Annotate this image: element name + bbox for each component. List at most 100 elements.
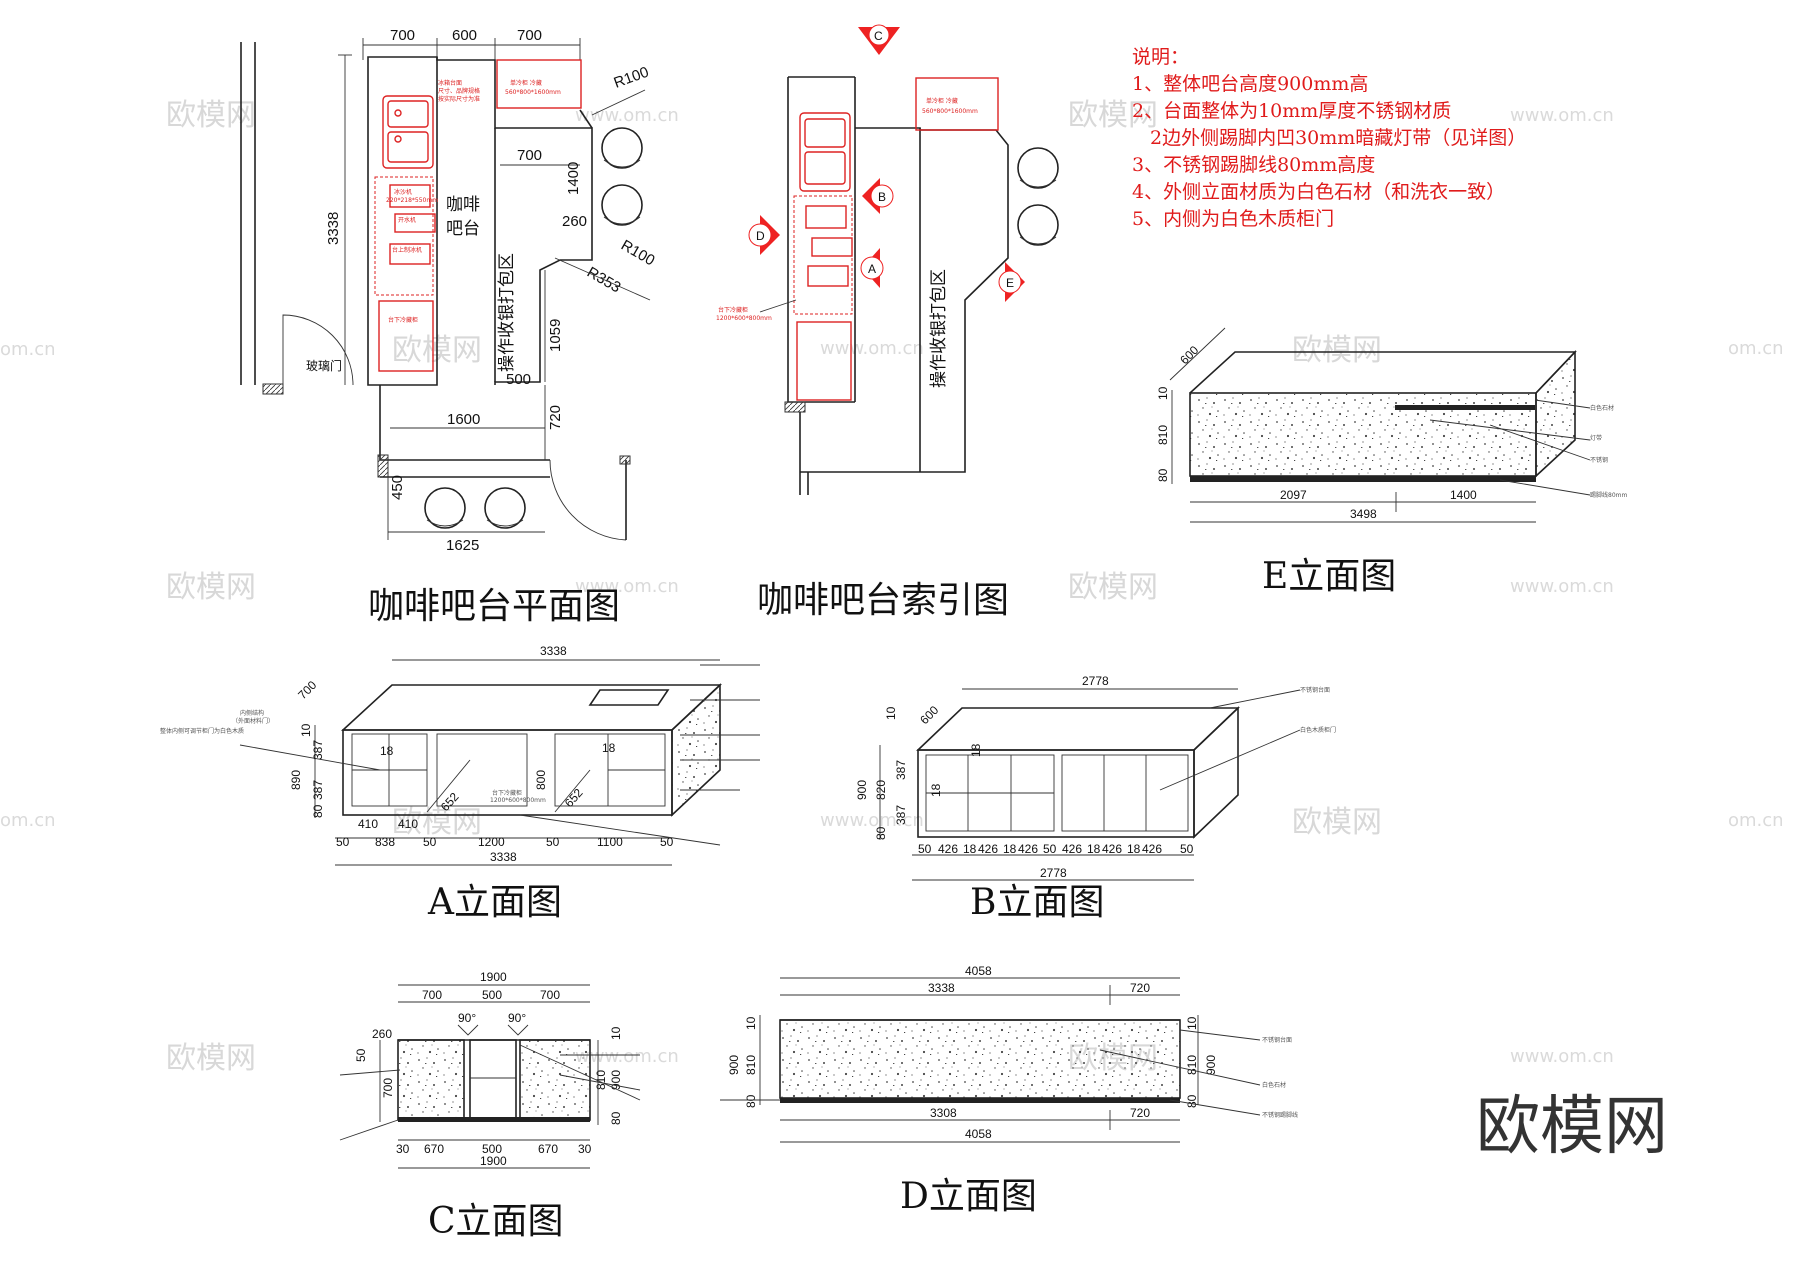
plan-door-label: 玻璃门 bbox=[306, 358, 342, 373]
b-dim-2778-top: 2778 bbox=[1082, 674, 1109, 688]
plan-dim-1059: 1059 bbox=[547, 319, 564, 352]
svg-text:1200*600*800mm: 1200*600*800mm bbox=[490, 797, 546, 804]
note-4: 4、外侧立面材质为白色石材（和洗衣一致） bbox=[1132, 181, 1505, 203]
d-dim-10-right: 10 bbox=[1185, 1016, 1199, 1030]
watermark-url: om.cn bbox=[1728, 810, 1784, 831]
svg-text:426: 426 bbox=[1142, 842, 1162, 856]
c-dim-10: 10 bbox=[609, 1026, 623, 1040]
d-dim-810-left: 810 bbox=[744, 1055, 758, 1075]
svg-text:冰箱台面: 冰箱台面 bbox=[438, 79, 462, 87]
watermark-url: www.om.cn bbox=[1510, 576, 1614, 597]
a-dim-700: 700 bbox=[295, 678, 319, 702]
note-3: 3、不锈钢踢脚线80mm高度 bbox=[1132, 154, 1375, 176]
elevation-d: 4058 3338 720 900 810 10 80 10 810 900 8… bbox=[720, 964, 1298, 1217]
c-dim-500: 500 bbox=[482, 988, 502, 1002]
svg-text:50: 50 bbox=[1180, 842, 1194, 856]
a-dim-3338-bottom: 3338 bbox=[490, 850, 517, 864]
plan-dim-r353: R353 bbox=[584, 264, 624, 297]
c-dim-700b: 700 bbox=[540, 988, 560, 1002]
e-dim-3498: 3498 bbox=[1350, 507, 1377, 521]
svg-text:白色石材: 白色石材 bbox=[1262, 1081, 1286, 1089]
svg-text:D: D bbox=[756, 229, 765, 243]
c-dim-30b: 30 bbox=[578, 1142, 592, 1156]
plan-dim-600: 600 bbox=[452, 27, 477, 44]
watermark-url: www.om.cn bbox=[575, 576, 679, 597]
svg-text:50: 50 bbox=[918, 842, 932, 856]
a-dim-50b: 50 bbox=[423, 835, 437, 849]
svg-text:台上制冰机: 台上制冰机 bbox=[392, 246, 422, 254]
a-dim-50a: 50 bbox=[336, 835, 350, 849]
svg-text:C: C bbox=[874, 29, 883, 43]
watermark-url: www.om.cn bbox=[820, 338, 924, 359]
e-dim-600: 600 bbox=[1177, 343, 1201, 367]
elevation-c: 1900 700 500 700 90° 90° 260 50 700 810 … bbox=[339, 970, 641, 1242]
d-dim-720-top: 720 bbox=[1130, 981, 1150, 995]
b-dim-387b: 387 bbox=[894, 805, 908, 825]
b-bottom-segments: 50 426 18 426 18 426 50 426 18 426 18 42… bbox=[918, 842, 1194, 856]
a-dim-838: 838 bbox=[375, 835, 395, 849]
svg-text:白色木质柜门: 白色木质柜门 bbox=[1300, 726, 1336, 734]
svg-text:台下冷藏柜: 台下冷藏柜 bbox=[718, 306, 748, 314]
svg-text:18: 18 bbox=[963, 842, 977, 856]
plan-dim-700c: 700 bbox=[517, 147, 542, 164]
d-dim-900-left: 900 bbox=[727, 1055, 741, 1075]
e-dim-10: 10 bbox=[1156, 386, 1170, 400]
plan-dim-720: 720 bbox=[547, 405, 564, 430]
watermark-url: www.om.cn bbox=[575, 105, 679, 126]
svg-text:尺寸、品牌规格: 尺寸、品牌规格 bbox=[438, 87, 480, 95]
title-e: E立面图 bbox=[1262, 556, 1396, 597]
d-dim-80-left: 80 bbox=[744, 1094, 758, 1108]
d-dim-3308: 3308 bbox=[930, 1106, 957, 1120]
svg-text:单冷柜 冷藏: 单冷柜 冷藏 bbox=[510, 79, 542, 87]
d-dim-4058-top: 4058 bbox=[965, 964, 992, 978]
marker-e: E bbox=[998, 262, 1025, 302]
c-dim-700a: 700 bbox=[422, 988, 442, 1002]
b-dim-80: 80 bbox=[874, 826, 888, 840]
svg-text:426: 426 bbox=[1018, 842, 1038, 856]
plan-dim-500: 500 bbox=[506, 371, 531, 388]
a-dim-80: 80 bbox=[311, 804, 325, 818]
svg-text:不锈钢踢脚线: 不锈钢踢脚线 bbox=[1262, 1111, 1298, 1119]
b-dim-2778-bottom: 2778 bbox=[1040, 866, 1067, 880]
d-dim-900-right: 900 bbox=[1204, 1055, 1218, 1075]
watermark-url: www.om.cn bbox=[575, 1046, 679, 1067]
watermark-url: om.cn bbox=[0, 810, 56, 831]
svg-text:单冷柜 冷藏: 单冷柜 冷藏 bbox=[926, 97, 958, 105]
svg-text:1200*600*800mm: 1200*600*800mm bbox=[716, 315, 772, 322]
plan-dim-260: 260 bbox=[562, 213, 587, 230]
svg-text:560*800*1600mm: 560*800*1600mm bbox=[922, 108, 978, 115]
d-dim-10-left: 10 bbox=[744, 1016, 758, 1030]
title-index: 咖啡吧台索引图 bbox=[757, 580, 1009, 621]
svg-text:E: E bbox=[1006, 276, 1014, 290]
svg-text:426: 426 bbox=[978, 842, 998, 856]
c-angle-a: 90° bbox=[458, 1011, 476, 1025]
svg-text:18: 18 bbox=[1003, 842, 1017, 856]
svg-text:台下冷藏柜: 台下冷藏柜 bbox=[492, 789, 522, 797]
d-dim-810-right: 810 bbox=[1185, 1055, 1199, 1075]
watermark-cn: 欧模网 bbox=[166, 570, 256, 605]
d-dim-3338: 3338 bbox=[928, 981, 955, 995]
watermark-url: www.om.cn bbox=[820, 810, 924, 831]
watermark-cn: 欧模网 bbox=[1068, 98, 1158, 133]
watermark-cn: 欧模网 bbox=[1292, 333, 1382, 368]
svg-text:18: 18 bbox=[1087, 842, 1101, 856]
marker-c: C bbox=[858, 24, 900, 55]
title-plan: 咖啡吧台平面图 bbox=[368, 586, 620, 627]
title-d: D立面图 bbox=[900, 1176, 1037, 1217]
elevation-a: 3338 内侧结构（外面材料门）整体内侧可调节柜门为白色木质 700 10 89… bbox=[160, 644, 760, 923]
c-dim-1900-top: 1900 bbox=[480, 970, 507, 984]
svg-text:18: 18 bbox=[1127, 842, 1141, 856]
watermark-url: om.cn bbox=[1728, 338, 1784, 359]
c-dim-80: 80 bbox=[609, 1111, 623, 1125]
marker-d: D bbox=[748, 215, 780, 255]
notes-heading: 说明： bbox=[1132, 46, 1189, 68]
marker-b: B bbox=[862, 178, 894, 214]
d-dim-80-right: 80 bbox=[1185, 1094, 1199, 1108]
c-dim-670b: 670 bbox=[538, 1142, 558, 1156]
notes-block: 说明： 1、整体吧台高度900mm高 2、台面整体为10mm厚度不锈钢材质 2边… bbox=[1132, 46, 1526, 230]
svg-text:开水机: 开水机 bbox=[398, 216, 416, 224]
a-dim-50d: 50 bbox=[660, 835, 674, 849]
